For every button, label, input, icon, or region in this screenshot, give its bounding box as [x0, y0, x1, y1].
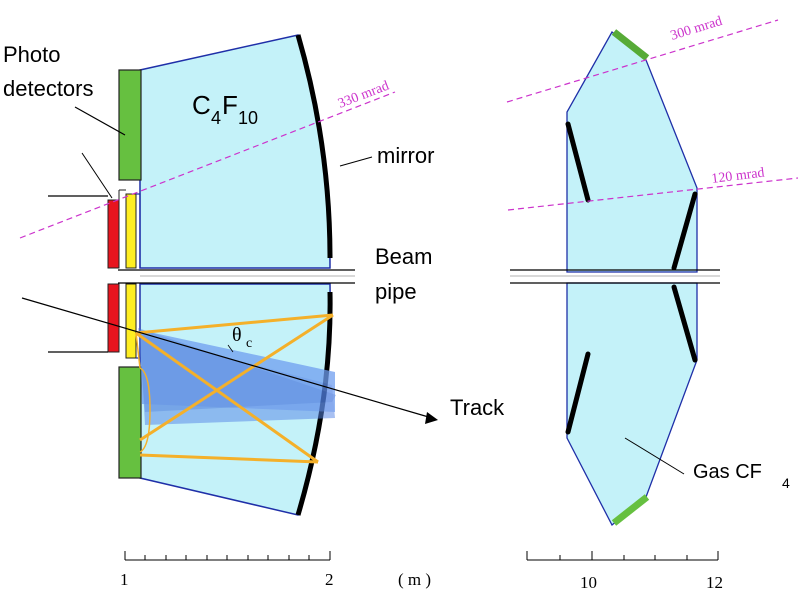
photodetector-upper [118, 69, 142, 181]
radiator-upper [139, 34, 331, 269]
angle-line-330 [19, 91, 396, 239]
right-scale-tick-10: 10 [580, 573, 597, 592]
side-view: Photo detectors C 4 F 10 mirror Beam pip… [3, 34, 505, 589]
angle-label-300: 300 mrad [669, 14, 724, 44]
mirror-label: mirror [377, 143, 434, 168]
radiator-label-sub4: 4 [211, 108, 221, 128]
theta-c-symbol: θ [232, 324, 242, 346]
photodetector-leader [74, 106, 126, 136]
angle-label-120: 120 mrad [711, 166, 766, 187]
right-scale-tick-12: 12 [706, 573, 723, 592]
red-window-lower [107, 283, 120, 353]
radiator-label-f: F [222, 90, 238, 120]
track-label: Track [450, 395, 505, 420]
yellow-window-lower [125, 283, 137, 359]
scale-unit-label: ( m ) [398, 570, 431, 589]
photodetector-lower [118, 366, 142, 479]
top-view-radiator-lower [566, 282, 698, 527]
beam-pipe-label-line1: Beam [375, 244, 432, 269]
left-scale [124, 551, 331, 561]
radiator-label-c: C [192, 90, 211, 120]
top-view-radiator-upper [566, 31, 698, 273]
top-view: 300 mrad 120 mrad Gas CF 4 10 12 [506, 14, 799, 592]
window-leader [81, 152, 113, 199]
left-scale-tick-2: 2 [325, 570, 334, 589]
photon-rays [135, 313, 334, 464]
beam-pipe-label-line2: pipe [375, 279, 417, 304]
angle-label-330: 330 mrad [336, 79, 391, 112]
left-scale-tick-1: 1 [120, 570, 129, 589]
gas-leader [624, 437, 685, 475]
red-window-upper [107, 199, 120, 269]
yellow-window-upper [125, 193, 137, 269]
photo-detectors-label-line1: Photo [3, 42, 61, 67]
top-view-photodetector-upper [611, 29, 650, 61]
theta-c-subscript: c [246, 336, 252, 351]
top-view-mirrors [565, 121, 698, 435]
mirror-leader [339, 156, 373, 167]
photo-detectors-label-line2: detectors [3, 76, 94, 101]
beam-pipe-side [118, 269, 355, 284]
radiator-label-sub10: 10 [238, 108, 258, 128]
top-view-photodetector-lower [611, 494, 650, 526]
mirror-upper [295, 34, 333, 259]
gas-label: Gas CF [693, 461, 762, 483]
track-arrowhead [425, 412, 438, 424]
right-scale [526, 551, 719, 561]
angle-line-120 [507, 177, 799, 211]
particle-track [21, 297, 438, 424]
cherenkov-cones [138, 328, 336, 425]
angle-line-300 [506, 19, 779, 103]
beam-pipe-top [510, 269, 720, 284]
gas-label-sub4: 4 [782, 475, 790, 491]
